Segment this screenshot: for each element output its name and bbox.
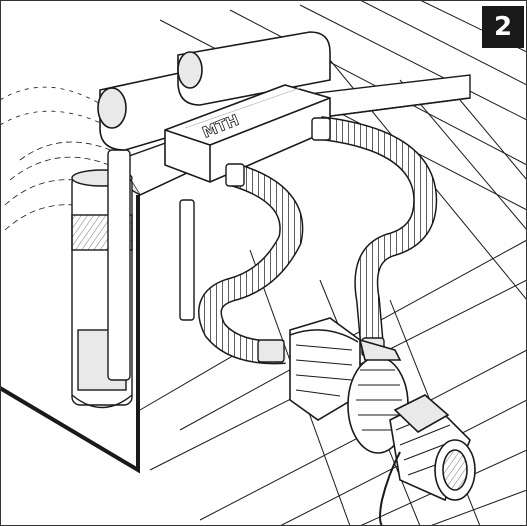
pool-pump [289, 317, 409, 454]
step-number-badge: 2 [482, 6, 524, 48]
pump-motor [389, 394, 476, 502]
skimmer-riser-pipes [107, 149, 195, 381]
power-cable [379, 451, 401, 526]
pool-wall-edge [0, 195, 140, 474]
